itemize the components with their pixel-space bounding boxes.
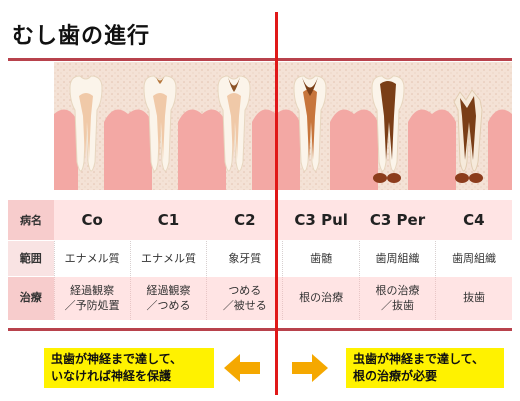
tooth-co-icon bbox=[69, 75, 103, 172]
tooth-illustration-row bbox=[54, 62, 512, 190]
treatment-co: 経過観察 ／予防処置 bbox=[53, 276, 131, 321]
treatment-c2: つめる ／被せる bbox=[206, 276, 283, 321]
title-underline bbox=[8, 58, 512, 61]
row-disease-name: 病名 Co C1 C2 C3 Pul C3 Per C4 bbox=[8, 200, 512, 241]
note-right-line2: 根の治療が必要 bbox=[353, 369, 438, 384]
page-title: むし歯の進行 bbox=[12, 24, 151, 49]
treatment-co-line2: ／予防処置 bbox=[64, 299, 120, 312]
row-treatment: 治療 経過観察 ／予防処置 経過観察 ／つめる つめる ／被せる 根の治療 根の… bbox=[8, 276, 512, 321]
treatment-c1: 経過観察 ／つめる bbox=[129, 276, 207, 321]
treatment-c3-pul: 根の治療 bbox=[282, 276, 360, 321]
tooth-panel-co bbox=[54, 62, 128, 190]
treatment-c3-pul-line1: 根の治療 bbox=[299, 291, 344, 305]
arrow-right-icon bbox=[292, 354, 328, 382]
treatment-c1-line2: ／つめる bbox=[146, 299, 191, 312]
table-bottom-rule bbox=[8, 328, 512, 331]
note-left-line1: 虫歯が神経まで達して、 bbox=[51, 352, 183, 366]
treatment-c3-per: 根の治療 ／抜歯 bbox=[358, 276, 436, 321]
treatment-c4-line1: 抜歯 bbox=[463, 291, 486, 305]
tooth-panel-c2 bbox=[202, 62, 276, 190]
tooth-panel-c3-per bbox=[354, 62, 432, 190]
caries-stage-table: 病名 Co C1 C2 C3 Pul C3 Per C4 範囲 エナメル質 エナ… bbox=[8, 200, 512, 321]
range-c2: 象牙質 bbox=[206, 240, 283, 277]
treatment-c2-line1: つめる bbox=[228, 283, 262, 297]
stage-c1: C1 bbox=[130, 200, 207, 241]
treatment-c4: 抜歯 bbox=[435, 276, 512, 321]
tooth-panel-c4 bbox=[432, 62, 512, 190]
stage-c4: C4 bbox=[435, 200, 512, 241]
note-right-line1: 虫歯が神経まで達して、 bbox=[353, 352, 485, 366]
range-co: エナメル質 bbox=[53, 240, 131, 277]
arrow-left-icon bbox=[224, 354, 260, 382]
treatment-c3-per-line2: ／抜歯 bbox=[380, 299, 414, 312]
stage-c3-per: C3 Per bbox=[359, 200, 436, 241]
tooth-c2-icon bbox=[217, 75, 251, 172]
range-c4: 歯周組織 bbox=[435, 240, 512, 277]
stage-c2: C2 bbox=[206, 200, 283, 241]
note-root-treatment: 虫歯が神経まで達して、 根の治療が必要 bbox=[346, 348, 504, 388]
stage-c3-pul: C3 Pul bbox=[282, 200, 360, 241]
tooth-panel-c3-pul bbox=[276, 62, 354, 190]
stage-co: Co bbox=[54, 200, 131, 241]
tooth-c3-pul-icon bbox=[293, 75, 327, 172]
treatment-co-line1: 経過観察 bbox=[70, 283, 115, 297]
row-range: 範囲 エナメル質 エナメル質 象牙質 歯髄 歯周組織 歯周組織 bbox=[8, 240, 512, 277]
tooth-c3-per-icon bbox=[371, 75, 405, 172]
label-disease-name: 病名 bbox=[8, 200, 54, 241]
tooth-panel-c1 bbox=[128, 62, 202, 190]
note-pulp-preserved: 虫歯が神経まで達して、 いなければ神経を保護 bbox=[44, 348, 214, 388]
label-range: 範囲 bbox=[8, 240, 54, 277]
treatment-c3-per-line1: 根の治療 bbox=[375, 283, 420, 297]
label-treatment: 治療 bbox=[8, 276, 54, 321]
note-left-line2: いなければ神経を保護 bbox=[51, 369, 172, 384]
range-c1: エナメル質 bbox=[129, 240, 207, 277]
range-c3-per: 歯周組織 bbox=[358, 240, 436, 277]
range-c3-pul: 歯髄 bbox=[282, 240, 360, 277]
pulp-boundary-divider bbox=[275, 12, 278, 395]
treatment-c1-line1: 経過観察 bbox=[146, 283, 191, 297]
treatment-c2-line2: ／被せる bbox=[222, 299, 267, 312]
tooth-c1-icon bbox=[143, 75, 177, 172]
